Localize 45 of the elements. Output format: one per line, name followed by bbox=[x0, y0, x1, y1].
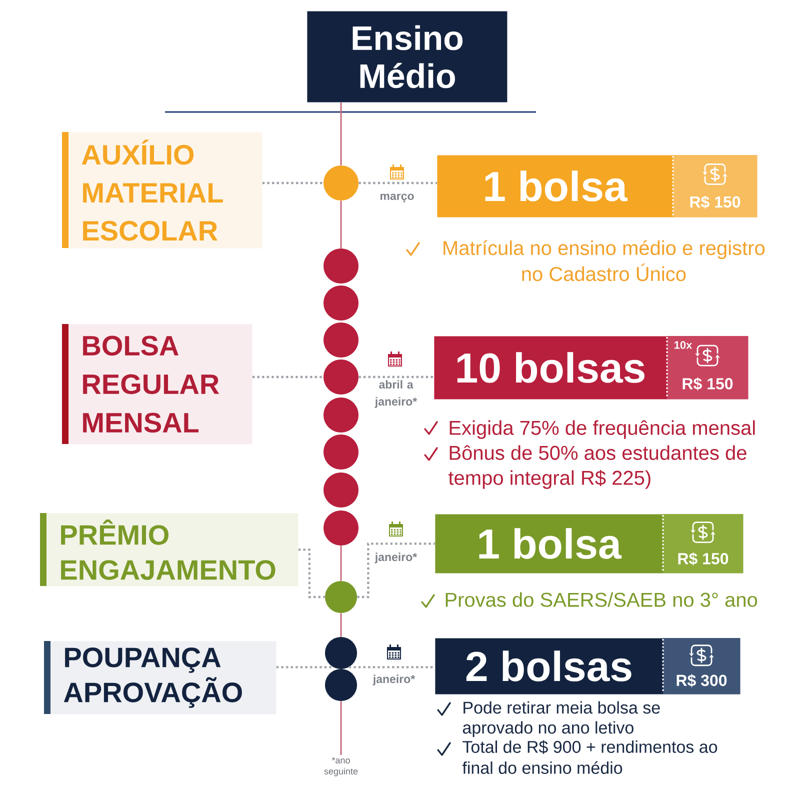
edge-label: março bbox=[380, 194, 414, 202]
dotted-connector bbox=[252, 376, 324, 378]
timeline-dot bbox=[324, 360, 358, 394]
timeline-dot bbox=[325, 637, 357, 669]
dotted-connector bbox=[298, 548, 325, 598]
price-panel: R$ 300 bbox=[662, 638, 740, 694]
edge-label: janeiro* bbox=[374, 552, 418, 564]
dotted-connector bbox=[262, 182, 324, 184]
requirement-text: Exigida 75% de frequência mensal bbox=[450, 420, 755, 439]
dotted-connector bbox=[358, 376, 434, 378]
requirement-text: Total de R$ 900 + rendimentos ao final do ensino médio bbox=[462, 740, 718, 774]
timeline-line bbox=[340, 102, 342, 166]
dotted-connector bbox=[358, 182, 437, 184]
dotted-connector bbox=[348, 666, 435, 668]
category-box: AUXÍLIO MATERIAL ESCOLAR bbox=[62, 132, 262, 248]
requirement-text: Matrícula no ensino médio e registro no Cadastro Único bbox=[444, 240, 765, 282]
timeline-dot bbox=[324, 398, 358, 432]
category-box: POUPANÇA APROVAÇÃO bbox=[44, 641, 276, 714]
title-box: Ensino Médio bbox=[307, 11, 508, 102]
timeline-dot bbox=[324, 286, 358, 320]
dotted-connector bbox=[276, 666, 334, 668]
requirement-text: Provas do SAERS/SAEB no 3° ano bbox=[446, 592, 758, 607]
requirement-text: Pode retirar meia bolsa se aprovado no ano letivo bbox=[462, 701, 660, 738]
footnote-text: *ano seguinte bbox=[324, 757, 358, 776]
timeline-line bbox=[340, 613, 342, 637]
edge-label: janeiro* bbox=[372, 674, 416, 686]
timeline-dot bbox=[325, 669, 357, 701]
timeline-dot bbox=[324, 322, 358, 358]
timeline-line bbox=[340, 546, 342, 581]
category-box: BOLSA REGULAR MENSAL bbox=[62, 324, 252, 444]
price-panel: R$ 150 bbox=[672, 155, 757, 217]
price-panel: R$ 150 bbox=[662, 514, 743, 573]
dotted-connector bbox=[357, 542, 435, 598]
timeline-line bbox=[340, 200, 342, 248]
timeline-dot bbox=[324, 166, 358, 200]
requirement-text: Bônus de 50% aos estudantes de tempo integral R$ 225) bbox=[448, 445, 746, 489]
edge-label: abril a janeiro* bbox=[374, 380, 418, 408]
timeline-dot bbox=[324, 434, 358, 470]
timeline-dot bbox=[325, 581, 357, 613]
category-box: PRÊMIO ENGAJAMENTO bbox=[40, 513, 298, 586]
timeline-dot bbox=[324, 510, 358, 546]
timeline-dot bbox=[324, 248, 358, 284]
price-panel: 10x R$ 150 bbox=[666, 336, 748, 399]
timeline-dot bbox=[324, 472, 358, 508]
timeline-line bbox=[340, 701, 342, 755]
